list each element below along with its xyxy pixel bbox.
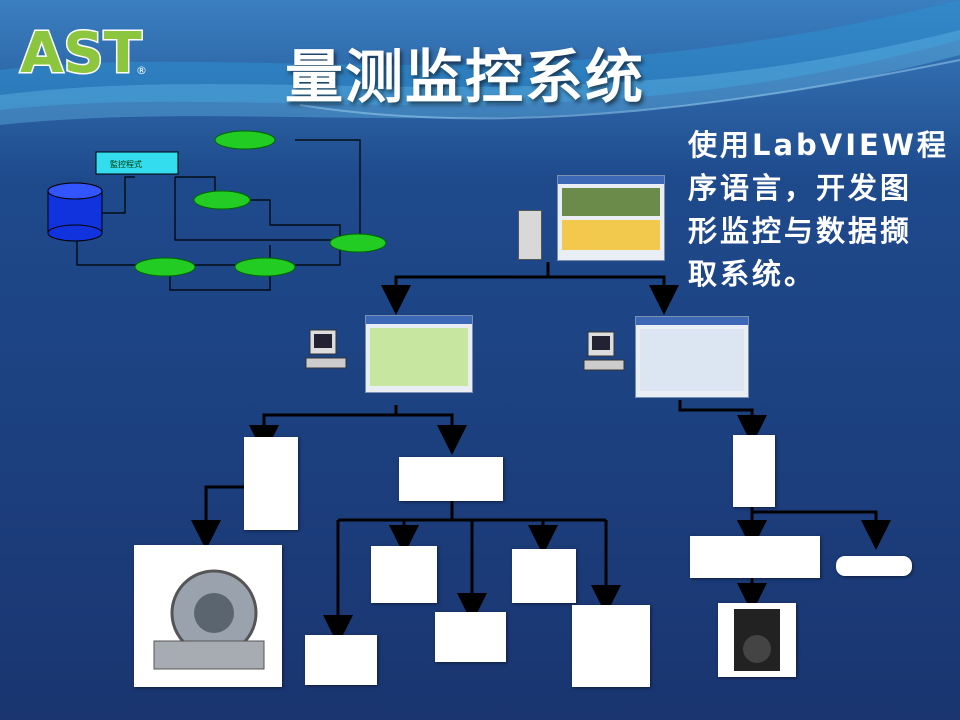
monitoring-screenshot-right <box>635 316 749 398</box>
valve-photo <box>371 546 437 603</box>
speaker-photo <box>718 603 796 677</box>
temperature-probe-photo <box>305 635 377 685</box>
description-text: 使用LabVIEW程 序语言，开发图 形监控与数据撷 取系统。 <box>688 124 950 296</box>
controller-device-photo <box>244 437 298 530</box>
monitoring-screenshot-left <box>365 315 473 393</box>
page-title: 量测监控系统 <box>285 43 646 111</box>
software-flowchart: 監控程式 <box>47 130 387 291</box>
io-module-photo <box>399 457 503 501</box>
flowchart-node <box>214 130 276 150</box>
microphone-photo <box>836 556 912 576</box>
company-logo: ASTi <box>18 14 163 88</box>
database-cylinder-icon <box>47 182 103 242</box>
flowchart-node <box>193 190 251 210</box>
motor-photo <box>134 545 282 687</box>
probe-rod-photo <box>435 612 506 662</box>
flowchart-node <box>234 257 296 277</box>
sensor-enclosure-photo <box>512 549 576 603</box>
workstation-computer-icon <box>580 330 630 378</box>
description-line: 形监控与数据撷 <box>688 214 913 248</box>
workstation-computer-icon <box>302 328 352 376</box>
flowchart-box-label: 監控程式 <box>110 159 142 169</box>
registered-mark: ® <box>136 64 147 77</box>
flowchart-node <box>134 257 196 277</box>
flowchart-main-box <box>95 151 179 175</box>
description-line: 序语言，开发图 <box>688 171 913 205</box>
description-line: 使用LabVIEW程 <box>688 128 949 162</box>
daq-card-photo <box>733 435 775 507</box>
amplifier-photo <box>690 536 820 578</box>
monitoring-screenshot-main <box>557 175 665 261</box>
flowchart-node <box>329 233 387 253</box>
pressure-transmitter-photo <box>572 605 650 687</box>
server-tower-icon <box>518 210 542 260</box>
logo-text: ASTi <box>20 21 143 82</box>
description-line: 取系统。 <box>688 257 817 291</box>
